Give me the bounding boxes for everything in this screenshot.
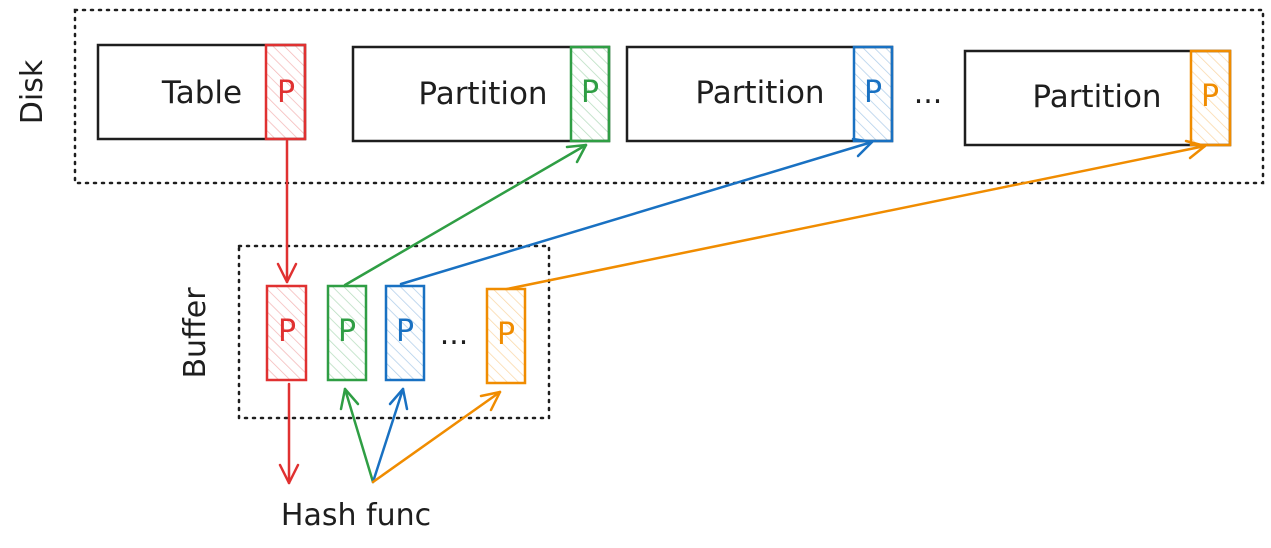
page-letter: P — [396, 314, 414, 349]
buffer-page-green: P — [326, 284, 368, 382]
page-letter: P — [497, 317, 515, 352]
svg-text:Partition: Partition — [1032, 79, 1161, 115]
svg-text:Table: Table — [161, 75, 242, 111]
buffer-page-red: P — [265, 284, 308, 382]
arrow-hash-func-to-orange — [371, 390, 502, 484]
svg-text:Partition: Partition — [418, 76, 547, 112]
page-blue-disk — [852, 45, 894, 143]
table-block: Table P — [96, 43, 307, 141]
page-green-disk — [569, 45, 611, 143]
buffer-region — [237, 244, 551, 420]
page-red-disk — [264, 43, 307, 141]
page-orange-disk — [1189, 49, 1232, 147]
page-letter: P — [1201, 79, 1219, 114]
arrow-table-to-buffer — [276, 139, 298, 284]
buffer-page-orange: P — [485, 287, 527, 385]
arrow-hash-func-to-blue — [371, 387, 409, 484]
arrow-buffer-to-partition-1 — [343, 143, 588, 287]
arrow-buffer-to-hash-func — [278, 382, 300, 485]
page-letter: P — [864, 75, 882, 110]
svg-text:Partition: Partition — [695, 75, 824, 111]
disk-ellipsis: ... — [914, 76, 943, 111]
disk-label: Disk — [15, 59, 50, 124]
hash-func-label: Hash func — [281, 498, 431, 533]
page-letter: P — [278, 314, 296, 349]
partition-block-3: Partition P — [963, 49, 1232, 147]
buffer-label: Buffer — [178, 287, 213, 379]
page-letter: P — [338, 314, 356, 349]
arrow-buffer-to-partition-2 — [399, 137, 874, 286]
partition-block-1: Partition P — [351, 45, 611, 143]
partition-block-2: Partition P — [625, 45, 894, 143]
arrow-hash-func-to-green — [339, 387, 375, 484]
buffer-ellipsis: ... — [440, 317, 469, 352]
arrow-buffer-to-partition-3 — [505, 139, 1207, 291]
page-letter: P — [581, 75, 599, 110]
page-letter: P — [277, 75, 295, 110]
buffer-page-blue: P — [384, 284, 426, 382]
disk-region — [73, 8, 1265, 185]
